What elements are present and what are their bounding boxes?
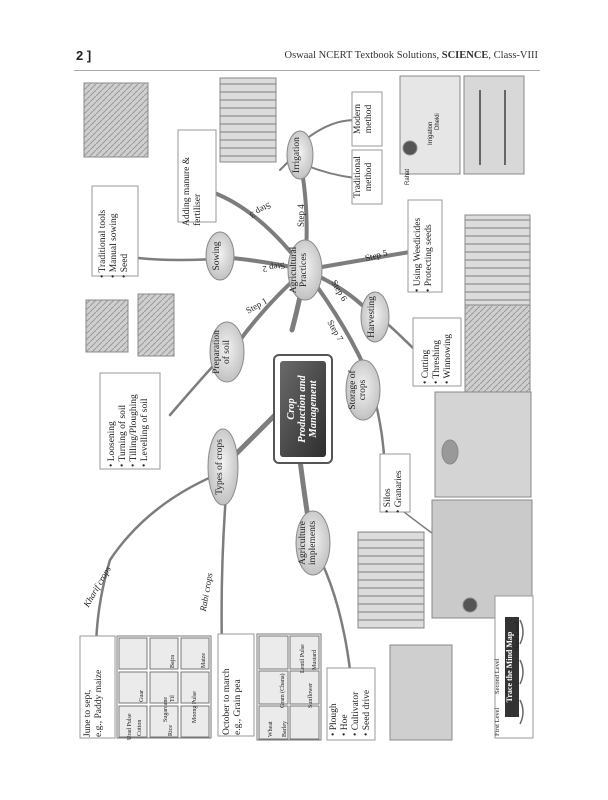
crop-label-cotton: Cotton (137, 719, 143, 736)
types-crops-label: Types of crops (215, 439, 225, 495)
irrigation-diagram-image (399, 75, 461, 175)
legend-arcs (519, 619, 524, 725)
weeding-list: Using WeedicidesProtecting seeds (413, 202, 437, 292)
sowing-list: Traditional toolsManual sowingSeed (98, 188, 132, 278)
seed-drill-image (389, 644, 453, 741)
types-crops-bubble (207, 428, 239, 506)
crop-label-mustard: Mustard (312, 650, 318, 670)
crop-label-guar: Guar (139, 690, 145, 702)
manure-spreading-image (219, 77, 277, 163)
crop-label-barley: Barley (282, 721, 288, 737)
center-block (273, 354, 333, 464)
implements-bubble (295, 510, 331, 576)
crop-label-wheat: Wheat (268, 721, 274, 737)
sowing-bubble (205, 231, 235, 281)
storage-bubble (345, 359, 381, 421)
bubbles (205, 130, 390, 576)
illustrations (83, 75, 533, 741)
book-title: Oswaal NCERT Textbook Solutions, SCIENCE… (284, 50, 538, 61)
sprinkler-image (463, 75, 525, 175)
manure-label: Adding manure &fertiliser (182, 156, 203, 226)
irrigation-label: Irrigation (292, 137, 302, 173)
crop-label-sunflower: Sunflower (308, 683, 314, 708)
crop-label-bajra: Bajra (170, 655, 176, 668)
harvesting-photo (464, 304, 531, 394)
kharif-note: June to sept,e.g., Paddy maize (83, 669, 104, 737)
rahat-wheel-icon (402, 140, 418, 156)
step-4-label: Step 4 (296, 204, 306, 227)
sowing-tools-image (85, 299, 129, 353)
irrigation-bubble (286, 130, 314, 180)
dhekli-label: Dhekli (435, 113, 441, 130)
crop-label-urad: Urad Pulse (127, 713, 133, 741)
kharif-crop-grid (116, 635, 212, 739)
crop-label-maize: Maize (201, 653, 207, 668)
prep-soil-bubble (209, 321, 245, 383)
weeding-photo (464, 214, 531, 306)
header-rule (74, 70, 540, 71)
crop-label-rice: Rice (168, 725, 174, 736)
soil-list: LooseningTurning of soilTilling/Ploughin… (107, 375, 153, 467)
rabi-crop-grid (256, 633, 322, 741)
farm-tools-image (83, 82, 149, 158)
crop-label-gram: Gram (Chana) (280, 673, 286, 709)
harvesting-label: Harvesting (367, 296, 377, 338)
rahat-label: Rahat (405, 168, 411, 185)
bullock-field-image (357, 531, 425, 629)
ox-plough-image (137, 293, 175, 357)
storage-list: SilosGranaries (383, 455, 407, 513)
sowing-label: Sowing (212, 241, 222, 271)
legend-third-level: Third Level (514, 621, 521, 652)
hub-bubble (287, 239, 323, 301)
crop-label-moong: Moong Pulse (192, 691, 198, 723)
harvest-list: CuttingThreshingWinnowing (421, 320, 455, 384)
crop-label-lentil: Lentil Pulse (300, 644, 306, 673)
implements-list: PloughHoeCultivatorSeed drive (329, 670, 375, 736)
harvesting-bubble (360, 291, 390, 343)
page-header: 2 ] Oswaal NCERT Textbook Solutions, SCI… (0, 46, 608, 68)
legend-second-level: Second Level (494, 658, 501, 694)
page-number: 2 ] (76, 48, 92, 63)
